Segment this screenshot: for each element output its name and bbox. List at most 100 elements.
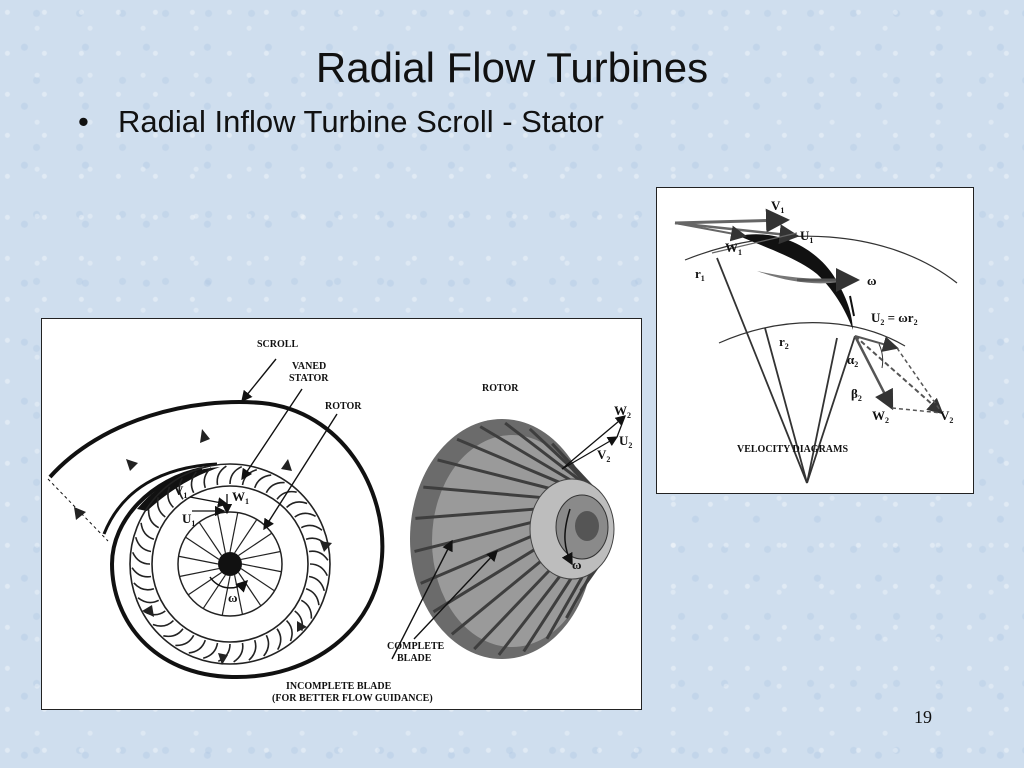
stator-vane	[147, 509, 160, 529]
rotor-blade	[432, 547, 537, 614]
v2-label: V2	[940, 408, 953, 425]
u2-label: U2	[619, 433, 632, 450]
omega-left-label: ω	[228, 590, 238, 605]
stator-vane	[276, 628, 282, 651]
stator-vanes	[131, 465, 329, 663]
rotor-spoke	[187, 571, 222, 596]
r1-label: r1	[695, 266, 705, 283]
rotor-blade	[423, 485, 542, 500]
rotor-spoke	[234, 519, 258, 554]
rotor-label-right: ROTOR	[482, 383, 519, 394]
rotor-blade	[497, 574, 562, 656]
bullet-text: Radial Inflow Turbine Scroll - Stator	[118, 104, 604, 139]
w2-label: W2	[872, 408, 889, 425]
rotor-spoke	[241, 563, 282, 573]
stator-vane	[308, 550, 329, 561]
scroll-inner	[102, 462, 218, 535]
rotor-spoke	[216, 513, 226, 554]
stator-vane	[131, 567, 152, 578]
stator-vane	[188, 639, 207, 654]
beta2-label: β2	[851, 386, 862, 403]
rotor-spoke	[240, 550, 281, 560]
rotor-image	[410, 419, 615, 659]
vaned-label: VANED	[292, 361, 326, 372]
stator-vane	[167, 486, 175, 508]
scroll-label: SCROLL	[257, 339, 298, 350]
rotor-spoke	[237, 572, 262, 607]
v1-label: V1	[174, 483, 187, 500]
stator-vane	[285, 620, 293, 642]
w1-label: W1	[232, 489, 249, 506]
u1-label: U1	[182, 511, 195, 528]
stator-vane	[253, 474, 272, 489]
w1-label: W1	[725, 240, 742, 257]
turbine-stage-drawing: SCROLL VANED STATOR ROTOR V1 W1 U1 ω ROT…	[47, 339, 632, 704]
stator-vane	[140, 522, 155, 541]
stator-vane	[241, 468, 258, 486]
stator-vane	[248, 639, 257, 661]
stator-vane	[133, 582, 155, 591]
rotor-spoke	[229, 512, 239, 553]
rotor-spoke	[240, 568, 275, 592]
stator-vane	[265, 481, 285, 494]
turbine-stage-figure: SCROLL VANED STATOR ROTOR V1 W1 U1 ω ROT…	[41, 318, 642, 710]
velocity-diagrams-drawing: V1 U1 W1 r1 ω U2 = ωr2 r2 α2 β2 W2 V2 VE…	[674, 198, 958, 484]
rotor-blade	[545, 574, 585, 640]
stator-vane	[202, 642, 219, 660]
u2-equation-label: U2 = ωr2	[871, 310, 918, 327]
rotor-blade	[504, 421, 585, 485]
rotor-blade	[414, 520, 533, 553]
rotor-spokes	[178, 512, 282, 616]
stator-vane	[152, 619, 174, 627]
flow-arrows	[74, 429, 332, 665]
rotor-blade	[437, 458, 551, 491]
rotor-spoke	[238, 532, 273, 557]
bullet-point: •Radial Inflow Turbine Scroll - Stator	[78, 104, 604, 140]
stator-vane	[178, 477, 184, 500]
stator-vane	[216, 465, 227, 486]
stator-vane	[300, 599, 313, 619]
stator-vane	[229, 465, 243, 485]
rotor-spoke	[221, 575, 231, 616]
rotor-blade	[479, 425, 573, 483]
rotor-hub	[218, 552, 242, 576]
rotor-blade	[450, 559, 543, 636]
stator-vane	[156, 497, 166, 518]
incomplete-blade-label-2: (FOR BETTER FLOW GUIDANCE)	[272, 693, 433, 704]
velocity-diagrams-figure: V1 U1 W1 r1 ω U2 = ωr2 r2 α2 β2 W2 V2 VE…	[656, 187, 974, 494]
stator-vane	[134, 536, 152, 553]
rotor-blade	[473, 568, 552, 651]
vane-ring	[129, 463, 331, 665]
v2-label: V2	[597, 447, 610, 464]
stator-vane	[309, 563, 329, 577]
stator-vane	[217, 643, 231, 663]
rotor-blade	[415, 507, 536, 520]
rotor-blade	[522, 576, 574, 653]
r2-label: r2	[779, 334, 789, 351]
rotor-spoke	[179, 568, 220, 578]
slide-title: Radial Flow Turbines	[315, 44, 709, 91]
stator-vane	[294, 512, 317, 518]
stator-vane	[233, 642, 244, 663]
rotor-blade	[456, 437, 562, 485]
omega-right-label: ω	[572, 557, 582, 572]
rotor-spoke	[185, 536, 220, 560]
u1-label: U1	[800, 228, 813, 245]
stator-vane	[137, 597, 160, 604]
stator-vane	[305, 587, 320, 606]
omega-label: ω	[867, 273, 877, 288]
complete-blade-label-1: COMPLETE	[387, 641, 445, 652]
rotor-blade	[565, 568, 595, 619]
alpha2-label: α2	[847, 352, 858, 369]
stator-vane	[286, 501, 308, 509]
rotor-spoke	[178, 555, 219, 565]
stator-vane	[131, 551, 151, 565]
incomplete-blade-label-1: INCOMPLETE BLADE	[286, 681, 392, 692]
stator-vane	[308, 575, 326, 592]
stator-vane	[263, 634, 270, 657]
stator-vane	[203, 467, 212, 489]
rotor-spoke	[202, 574, 226, 609]
v1-label: V1	[771, 198, 784, 215]
scroll-casing	[48, 400, 385, 680]
rotor-label-left: ROTOR	[325, 401, 362, 412]
